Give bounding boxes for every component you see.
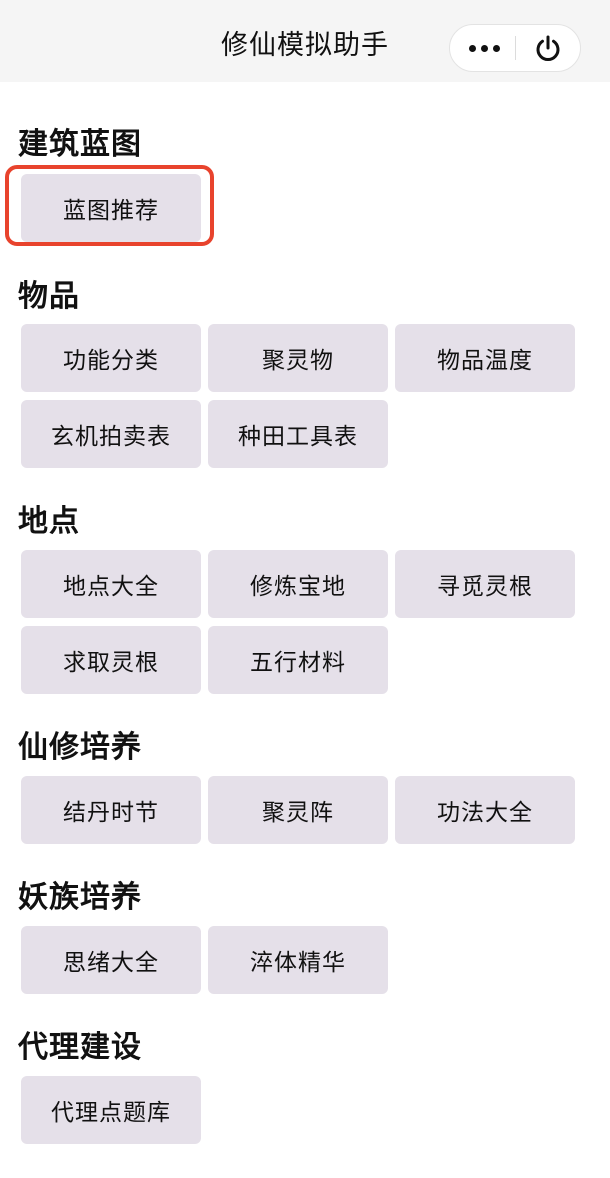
all-techniques-button[interactable]: 功法大全 <box>395 776 575 844</box>
capsule-divider <box>515 36 516 60</box>
obtain-spirit-root-button[interactable]: 求取灵根 <box>21 626 201 694</box>
function-category-button[interactable]: 功能分类 <box>21 324 201 392</box>
section-title-immortal-cultivation: 仙修培养 <box>18 730 142 765</box>
section-title-demon-cultivation: 妖族培养 <box>18 880 142 915</box>
auction-table-button[interactable]: 玄机拍卖表 <box>21 400 201 468</box>
spirit-gathering-item-button[interactable]: 聚灵物 <box>208 324 388 392</box>
seek-spirit-root-button[interactable]: 寻觅灵根 <box>395 550 575 618</box>
nav-bar: 修仙模拟助手 <box>0 0 610 82</box>
section-title-locations: 地点 <box>18 504 80 539</box>
body-tempering-essence-button[interactable]: 淬体精华 <box>208 926 388 994</box>
more-button[interactable] <box>450 25 516 71</box>
more-dots-icon <box>468 44 476 52</box>
section-title-agent-building: 代理建设 <box>18 1030 142 1065</box>
spirit-array-button[interactable]: 聚灵阵 <box>208 776 388 844</box>
farming-tools-button[interactable]: 种田工具表 <box>208 400 388 468</box>
agent-question-bank-button[interactable]: 代理点题库 <box>21 1076 201 1144</box>
five-elements-materials-button[interactable]: 五行材料 <box>208 626 388 694</box>
all-locations-button[interactable]: 地点大全 <box>21 550 201 618</box>
page-title: 修仙模拟助手 <box>221 30 389 61</box>
section-title-blueprint: 建筑蓝图 <box>18 127 142 162</box>
mini-program-capsule <box>449 24 581 72</box>
more-dots-icon <box>492 44 500 52</box>
all-thoughts-button[interactable]: 思绪大全 <box>21 926 201 994</box>
core-formation-timing-button[interactable]: 结丹时节 <box>21 776 201 844</box>
more-dots-icon <box>480 44 488 52</box>
item-temperature-button[interactable]: 物品温度 <box>395 324 575 392</box>
close-button[interactable] <box>516 25 580 71</box>
blueprint-recommend-button[interactable]: 蓝图推荐 <box>21 174 201 242</box>
cultivation-spots-button[interactable]: 修炼宝地 <box>208 550 388 618</box>
section-title-items: 物品 <box>18 279 80 314</box>
power-icon <box>536 35 560 62</box>
